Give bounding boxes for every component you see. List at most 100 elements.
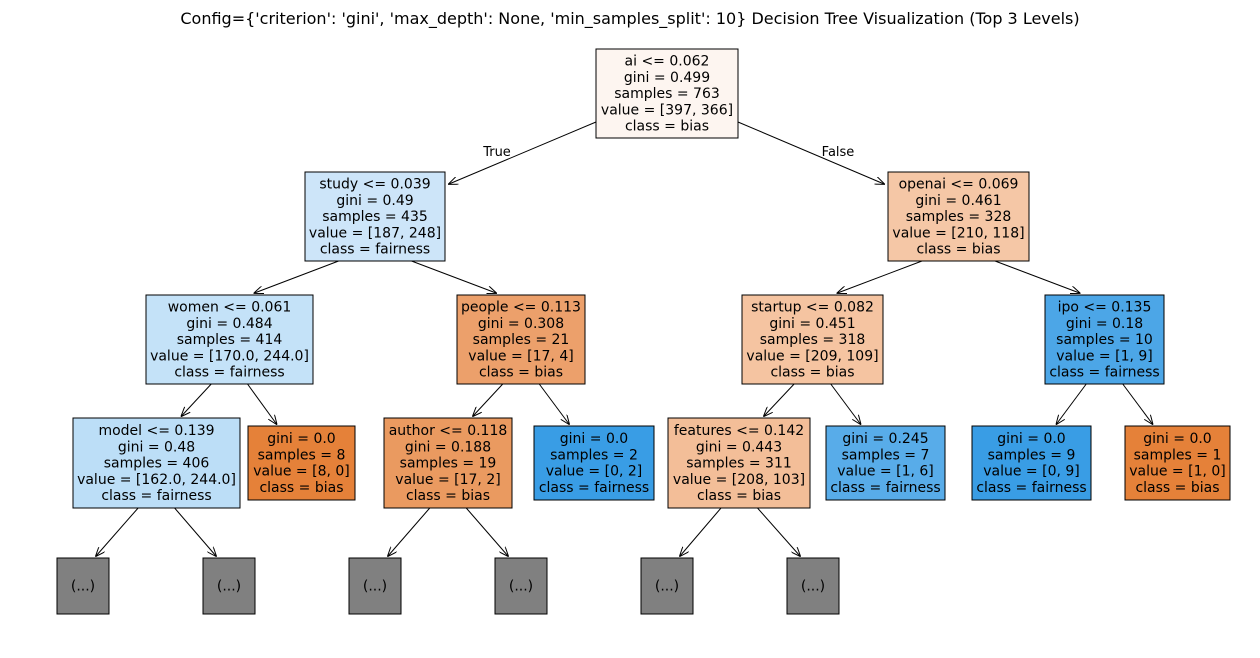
node-line: class = bias xyxy=(916,242,1000,258)
node-box xyxy=(825,425,946,501)
edge-n3-n8 xyxy=(247,383,277,424)
edge-n2-n5 xyxy=(838,260,923,293)
node-line: class = bias xyxy=(406,488,490,504)
node-box xyxy=(595,48,739,139)
node-line: (...) xyxy=(801,579,825,595)
node-box xyxy=(667,417,811,509)
node-box xyxy=(494,557,548,615)
node-box xyxy=(741,294,884,385)
node-box xyxy=(456,294,586,385)
node-box xyxy=(72,417,241,509)
edge-n1-n4 xyxy=(411,260,497,293)
edge-n2-n6 xyxy=(994,260,1080,293)
node-line: (...) xyxy=(655,579,679,595)
edge-n6-n14 xyxy=(1122,383,1153,424)
edge-n4-n9 xyxy=(473,383,504,416)
node-line: gini = 0.0 xyxy=(997,431,1065,447)
node-line: gini = 0.451 xyxy=(769,316,855,332)
edge-n9-t3 xyxy=(388,507,431,556)
node-line: gini = 0.0 xyxy=(560,431,628,447)
node-box xyxy=(971,425,1092,501)
node-line: ipo <= 0.135 xyxy=(1058,299,1152,315)
node-line: samples = 435 xyxy=(322,209,428,225)
node-line: openai <= 0.069 xyxy=(899,176,1019,192)
node-box xyxy=(348,557,402,615)
node-line: gini = 0.18 xyxy=(1066,316,1143,332)
node-line: ai <= 0.062 xyxy=(625,53,710,69)
edge-n3-n7 xyxy=(182,383,212,416)
node-line: class = fairness xyxy=(101,488,211,504)
node-line: gini = 0.461 xyxy=(915,193,1001,209)
node-line: (...) xyxy=(71,579,95,595)
node-line: gini = 0.245 xyxy=(842,431,928,447)
node-line: samples = 10 xyxy=(1056,332,1153,348)
edge-n5-n11 xyxy=(764,383,795,416)
edge-n0-n1 xyxy=(449,121,597,184)
node-line: class = fairness xyxy=(830,480,940,496)
node-line: features <= 0.142 xyxy=(674,423,804,439)
truncated-node: (...) xyxy=(786,557,840,615)
node-line: samples = 763 xyxy=(614,86,720,102)
node-line: value = [1, 6] xyxy=(837,464,934,480)
edge-n9-t4 xyxy=(465,507,508,556)
edge-n7-t2 xyxy=(174,507,216,556)
node-line: gini = 0.49 xyxy=(336,193,413,209)
node-line: class = bias xyxy=(770,365,854,381)
node-line: value = [187, 248] xyxy=(309,225,441,241)
edge-label-false: False xyxy=(822,145,855,160)
node-line: class = fairness xyxy=(1049,365,1159,381)
edge-n5-n12 xyxy=(830,383,861,424)
node-line: class = fairness xyxy=(976,480,1086,496)
node-line: class = bias xyxy=(259,480,343,496)
node-line: class = bias xyxy=(625,119,709,135)
node-line: model <= 0.139 xyxy=(98,423,214,439)
node-line: samples = 406 xyxy=(104,456,210,472)
node-line: samples = 21 xyxy=(473,332,570,348)
node-line: samples = 1 xyxy=(1134,447,1222,463)
node-box xyxy=(383,417,513,509)
edge-n4-n10 xyxy=(538,383,569,424)
node-line: samples = 9 xyxy=(988,447,1076,463)
node-line: gini = 0.0 xyxy=(267,431,335,447)
node-box xyxy=(145,294,314,385)
node-line: value = [397, 366] xyxy=(601,102,733,118)
node-line: (...) xyxy=(363,579,387,595)
node-line: samples = 414 xyxy=(177,332,283,348)
node-line: value = [210, 118] xyxy=(892,225,1024,241)
node-line: women <= 0.061 xyxy=(168,299,292,315)
node-line: people <= 0.113 xyxy=(461,299,581,315)
node-line: samples = 2 xyxy=(550,447,638,463)
node-line: samples = 328 xyxy=(906,209,1012,225)
node-box xyxy=(640,557,694,615)
node-line: value = [8, 0] xyxy=(253,464,350,480)
node-line: value = [17, 2] xyxy=(395,472,500,488)
node-line: class = fairness xyxy=(320,242,430,258)
node-box xyxy=(1124,425,1231,501)
node-line: value = [208, 103] xyxy=(673,472,805,488)
node-box xyxy=(56,557,110,615)
node-box xyxy=(1044,294,1165,385)
node-line: value = [170.0, 244.0] xyxy=(150,348,309,364)
node-box xyxy=(887,171,1030,262)
truncated-node: (...) xyxy=(640,557,694,615)
node-box xyxy=(786,557,840,615)
node-line: author <= 0.118 xyxy=(389,423,508,439)
node-line: value = [162.0, 244.0] xyxy=(77,472,236,488)
edge-n6-n13 xyxy=(1057,383,1087,424)
node-line: value = [1, 9] xyxy=(1056,348,1153,364)
node-line: samples = 19 xyxy=(400,456,497,472)
node-line: class = fairness xyxy=(539,480,649,496)
node-line: samples = 318 xyxy=(760,332,866,348)
